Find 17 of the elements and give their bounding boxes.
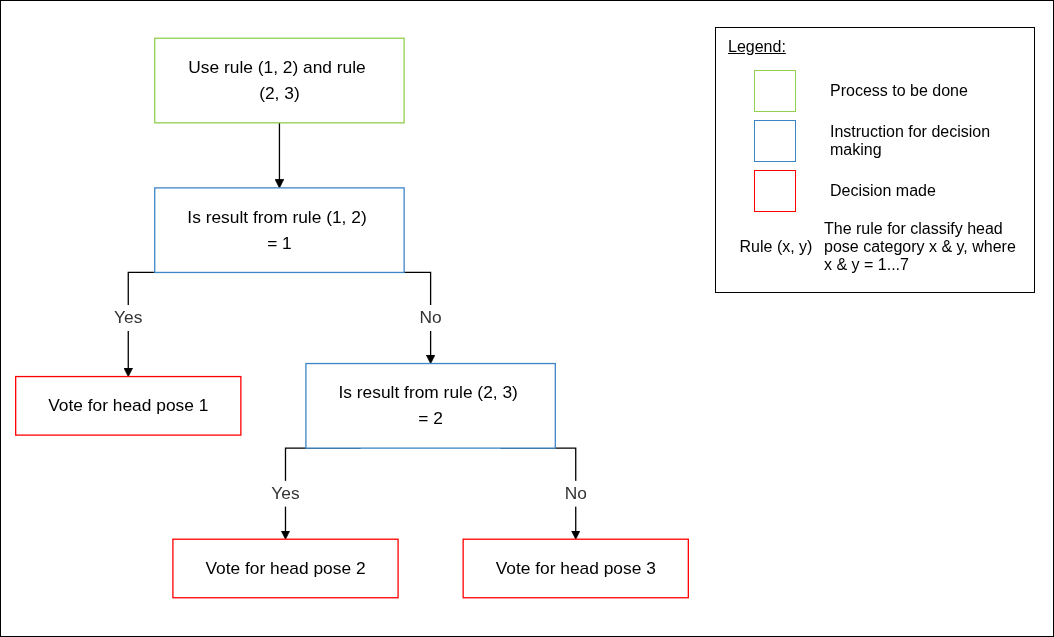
edge-label: No <box>419 308 442 327</box>
legend-text: Instruction for decision making <box>830 123 992 159</box>
node-box: Is result from rule (1, 2) = 1 <box>154 187 405 274</box>
legend-text: Decision made <box>830 182 937 200</box>
edge-label: Yes <box>114 308 143 327</box>
node-box: Is result from rule (2, 3) = 2 <box>305 362 556 449</box>
legend-sample-text: Rule (x, y) <box>738 238 814 256</box>
legend-title: Legend: <box>728 38 786 56</box>
edge-label: Yes <box>271 483 300 503</box>
node-box: Vote for head pose 1 <box>15 375 242 436</box>
legend-text: The rule for classify head pose category x & y, where x & y = 1...7 <box>824 220 1017 274</box>
arrow <box>274 122 285 189</box>
edge-label: No <box>564 483 587 503</box>
node-box: Vote for head pose 3 <box>462 538 689 599</box>
node-box: Use rule (1, 2) and rule (2, 3) <box>154 37 405 124</box>
node-box: Vote for head pose 2 <box>172 538 399 599</box>
legend-text: Process to be done <box>830 82 969 100</box>
